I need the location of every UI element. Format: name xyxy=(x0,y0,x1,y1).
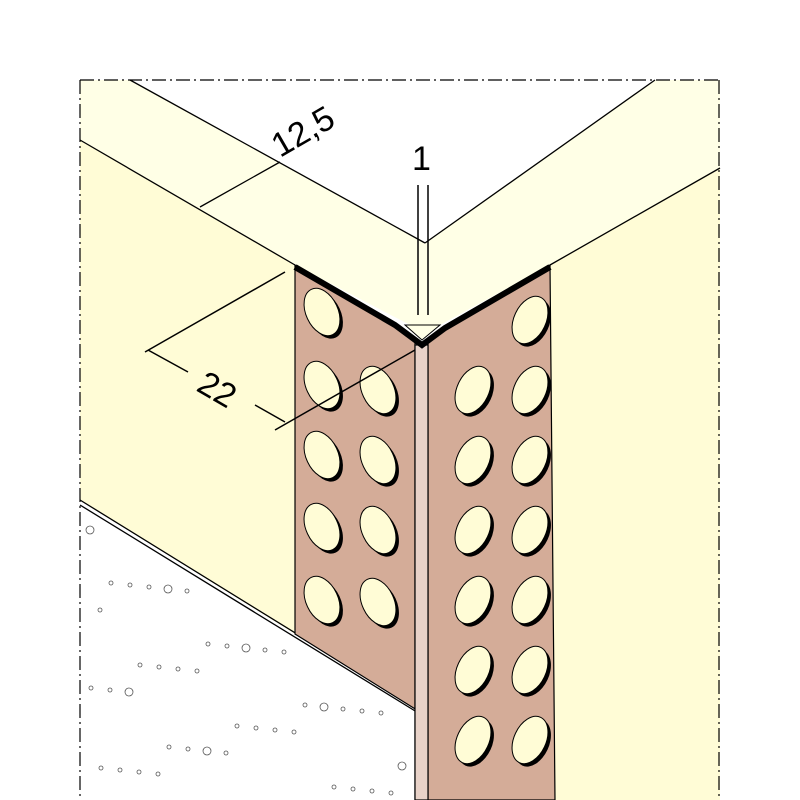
aggregate-dot xyxy=(163,584,173,594)
aggregate-dot xyxy=(184,588,190,594)
perforation-hole xyxy=(303,360,343,412)
aggregate-dot xyxy=(175,666,181,672)
aggregate-dot xyxy=(98,765,104,771)
aggregate-dot xyxy=(291,729,297,735)
aggregate-dot xyxy=(331,784,337,790)
aggregate-dot xyxy=(234,723,240,729)
aggregate-dot xyxy=(155,771,161,777)
perforation-hole xyxy=(511,505,551,557)
aggregate-dot xyxy=(224,643,230,649)
perforation-hole xyxy=(511,715,551,767)
perforation-hole xyxy=(511,435,551,487)
aggregate-dot xyxy=(378,710,384,716)
aggregate-dot xyxy=(194,668,200,674)
perforation-hole xyxy=(511,645,551,697)
aggregate-dot xyxy=(262,647,268,653)
perforation-hole xyxy=(303,430,343,482)
concrete-floor xyxy=(80,500,420,800)
perforation-hole xyxy=(359,435,399,487)
perforation-hole xyxy=(359,365,399,417)
aggregate-dot xyxy=(359,708,365,714)
aggregate-dot xyxy=(127,582,133,588)
aggregate-dot xyxy=(241,643,251,653)
aggregate-dot xyxy=(108,580,114,586)
aggregate-dot xyxy=(223,750,229,756)
aggregate-dot xyxy=(88,685,94,691)
perforation-hole xyxy=(454,505,494,557)
concrete-aggregate xyxy=(85,525,407,796)
left-wall-face xyxy=(80,140,295,634)
aggregate-dot xyxy=(205,641,211,647)
perforation-hole xyxy=(359,577,399,629)
aggregate-dot xyxy=(253,725,259,731)
aggregate-dot xyxy=(369,788,375,794)
aggregate-dot xyxy=(185,746,191,752)
perforation-hole xyxy=(511,295,551,347)
aggregate-dot xyxy=(202,746,212,756)
right-board-top xyxy=(410,80,720,325)
profile-nose-top xyxy=(403,324,442,341)
perforation-hole xyxy=(511,365,551,417)
aggregate-dot xyxy=(107,687,113,693)
aggregate-dot xyxy=(319,702,329,712)
aggregate-dot xyxy=(350,786,356,792)
aggregate-dot xyxy=(166,744,172,750)
perforation-hole xyxy=(511,575,551,627)
aggregate-dot xyxy=(156,664,162,670)
aggregate-dot xyxy=(146,584,152,590)
perforation-hole xyxy=(303,287,343,339)
aggregate-dot xyxy=(137,662,143,668)
perforation-hole xyxy=(454,435,494,487)
dimension-lines xyxy=(144,185,429,431)
perforation-hole xyxy=(454,645,494,697)
perforation-hole xyxy=(454,365,494,417)
perforation-hole xyxy=(303,575,343,627)
aggregate-dot xyxy=(281,649,287,655)
aggregate-dot xyxy=(136,769,142,775)
aggregate-dot xyxy=(302,702,308,708)
aggregate-dot xyxy=(272,727,278,733)
right-wall-face xyxy=(550,168,720,800)
left-board-top xyxy=(80,80,425,325)
aggregate-dot xyxy=(388,790,394,796)
perforation-hole xyxy=(454,575,494,627)
aggregate-dot xyxy=(85,525,95,535)
aggregate-dot xyxy=(124,687,134,697)
aggregate-dot xyxy=(97,607,103,613)
profile-nose xyxy=(414,344,429,800)
perforation-hole xyxy=(454,715,494,767)
aggregate-dot xyxy=(340,706,346,712)
profile-perforations xyxy=(303,287,551,767)
perforation-hole xyxy=(303,502,343,554)
dimension-board-thickness: 12,5 xyxy=(265,99,341,165)
dimension-profile-thickness: 1 xyxy=(412,140,431,178)
profile-top-edge xyxy=(293,264,552,349)
frame xyxy=(79,79,720,800)
aggregate-dot xyxy=(397,761,407,771)
aggregate-dot xyxy=(117,767,123,773)
perforation-hole xyxy=(359,505,399,557)
